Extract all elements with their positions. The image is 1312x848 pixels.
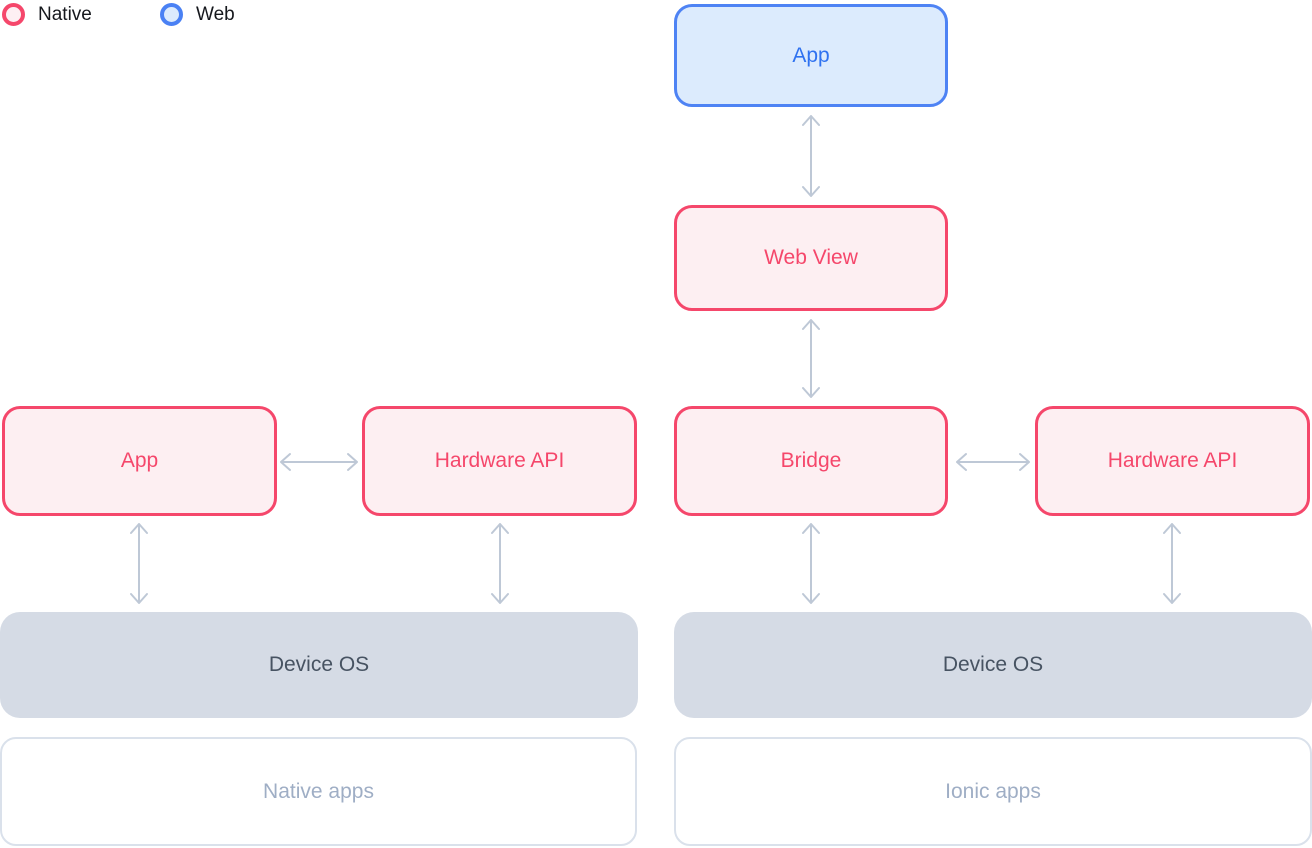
node-ionic-hardware-api-label: Hardware API — [1107, 449, 1238, 473]
arrow-ionic-hw-to-os — [1163, 523, 1181, 604]
node-web-view-label: Web View — [764, 246, 858, 270]
arrow-native-hw-to-os — [491, 523, 509, 604]
node-native-app-label: App — [120, 449, 159, 473]
node-native-app: App — [2, 406, 277, 516]
node-ionic-device-os: Device OS — [674, 612, 1312, 718]
arrow-ionic-app-to-webview — [802, 115, 820, 197]
node-ionic-hardware-api: Hardware API — [1035, 406, 1310, 516]
node-ionic-app: App — [674, 4, 948, 107]
node-bridge: Bridge — [674, 406, 948, 516]
node-native-device-os: Device OS — [0, 612, 638, 718]
caption-ionic-apps-label: Ionic apps — [945, 779, 1041, 803]
node-ionic-device-os-label: Device OS — [942, 653, 1044, 677]
node-web-view: Web View — [674, 205, 948, 311]
node-native-hardware-api-label: Hardware API — [434, 449, 565, 473]
legend-item-native: Native — [2, 3, 92, 26]
web-legend-dot-icon — [160, 3, 183, 26]
node-native-hardware-api: Hardware API — [362, 406, 637, 516]
native-legend-dot-icon — [2, 3, 25, 26]
legend-label-native: Native — [38, 4, 92, 25]
arrow-native-app-to-os — [130, 523, 148, 604]
arrow-bridge-to-os — [802, 523, 820, 604]
node-ionic-app-label: App — [792, 43, 830, 67]
legend-label-web: Web — [196, 4, 235, 25]
caption-native-apps-label: Native apps — [263, 779, 374, 803]
arrow-bridge-to-hw — [956, 453, 1030, 471]
node-bridge-label: Bridge — [780, 449, 842, 473]
arrow-native-app-to-hw — [280, 453, 358, 471]
node-native-device-os-label: Device OS — [268, 653, 370, 677]
caption-native-apps: Native apps — [0, 737, 637, 846]
caption-ionic-apps: Ionic apps — [674, 737, 1312, 846]
arrow-webview-to-bridge — [802, 319, 820, 398]
legend-item-web: Web — [160, 3, 235, 26]
